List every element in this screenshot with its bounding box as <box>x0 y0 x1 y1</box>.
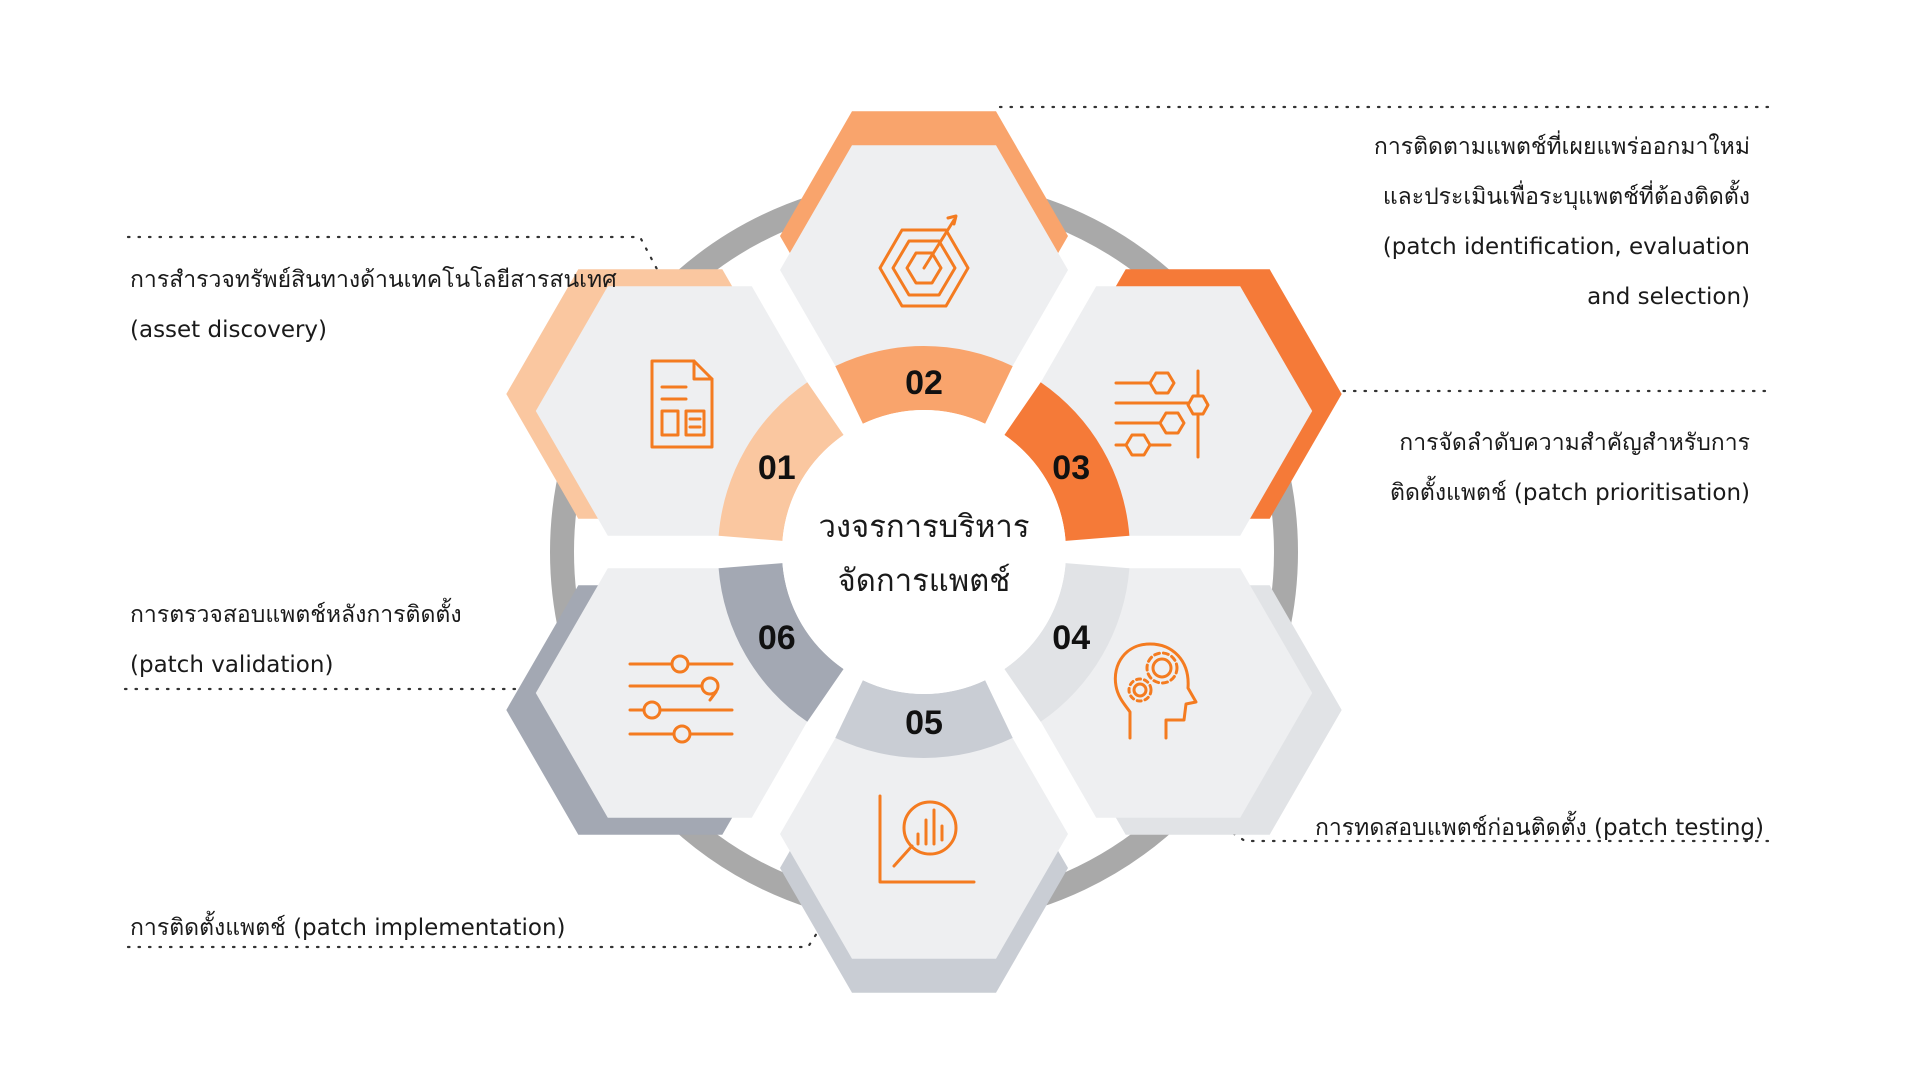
head-gears-icon <box>1113 642 1198 740</box>
label-line: การติดตามแพตช์ที่เผยแพร่ออกมาใหม่ <box>1373 134 1750 160</box>
label-asset-discovery: การสำรวจทรัพย์สินทางด้านเทคโนโลยีสารสนเท… <box>130 255 617 355</box>
step-hexagon-02 <box>780 145 1068 395</box>
label-line: ติดตั้งแพตช์ (patch prioritisation) <box>1390 480 1750 506</box>
label-line: and selection) <box>1587 284 1750 310</box>
label-patch-implementation: การติดตั้งแพตช์ (patch implementation) <box>130 903 566 953</box>
step-segment-01 <box>718 382 844 541</box>
step-number-03: 03 <box>1052 449 1090 487</box>
step-segment-04 <box>1004 563 1130 722</box>
label-line: การติดตั้งแพตช์ (patch implementation) <box>130 915 566 941</box>
chart-magnifier-icon <box>878 794 976 884</box>
hexagon-sliders-icon <box>1114 369 1210 459</box>
step-number-04: 04 <box>1052 619 1090 657</box>
label-patch-identification: การติดตามแพตช์ที่เผยแพร่ออกมาใหม่ และประ… <box>1374 122 1750 322</box>
label-line: การตรวจสอบแพตช์หลังการติดตั้ง <box>130 602 462 628</box>
step-segment-03 <box>1004 382 1130 541</box>
step-number-01: 01 <box>758 449 796 487</box>
label-line: การจัดลำดับความสำคัญสำหรับการ <box>1399 430 1750 456</box>
step-hexagon-05 <box>780 709 1068 959</box>
step-segment-02 <box>835 346 1013 424</box>
label-patch-prioritisation: การจัดลำดับความสำคัญสำหรับการ ติดตั้งแพต… <box>1390 418 1750 518</box>
document-icon <box>650 359 714 449</box>
step-number-02: 02 <box>905 364 943 402</box>
step-number-06: 06 <box>758 619 796 657</box>
label-line: (patch identification, evaluation <box>1382 234 1750 260</box>
label-line: การทดสอบแพตช์ก่อนติดตั้ง (patch testing) <box>1314 815 1764 841</box>
step-segment-05 <box>835 680 1013 758</box>
step-number-05: 05 <box>905 704 943 742</box>
center-title: วงจรการบริหาร จัดการแพตช์ <box>774 500 1074 608</box>
label-line: (asset discovery) <box>130 317 328 343</box>
step-segment-06 <box>718 563 844 722</box>
label-line: การสำรวจทรัพย์สินทางด้านเทคโนโลยีสารสนเท… <box>130 267 617 293</box>
label-patch-testing: การทดสอบแพตช์ก่อนติดตั้ง (patch testing) <box>1315 803 1764 853</box>
target-icon <box>878 214 970 308</box>
center-title-line-2: จัดการแพตช์ <box>837 563 1011 599</box>
label-line: (patch validation) <box>130 652 334 678</box>
label-line: และประเมินเพื่อระบุแพตช์ที่ต้องติดตั้ง <box>1382 184 1750 210</box>
label-patch-validation: การตรวจสอบแพตช์หลังการติดตั้ง (patch val… <box>130 590 462 690</box>
center-title-line-1: วงจรการบริหาร <box>818 509 1030 545</box>
sliders-search-icon <box>628 654 734 744</box>
center-circle <box>782 410 1066 694</box>
